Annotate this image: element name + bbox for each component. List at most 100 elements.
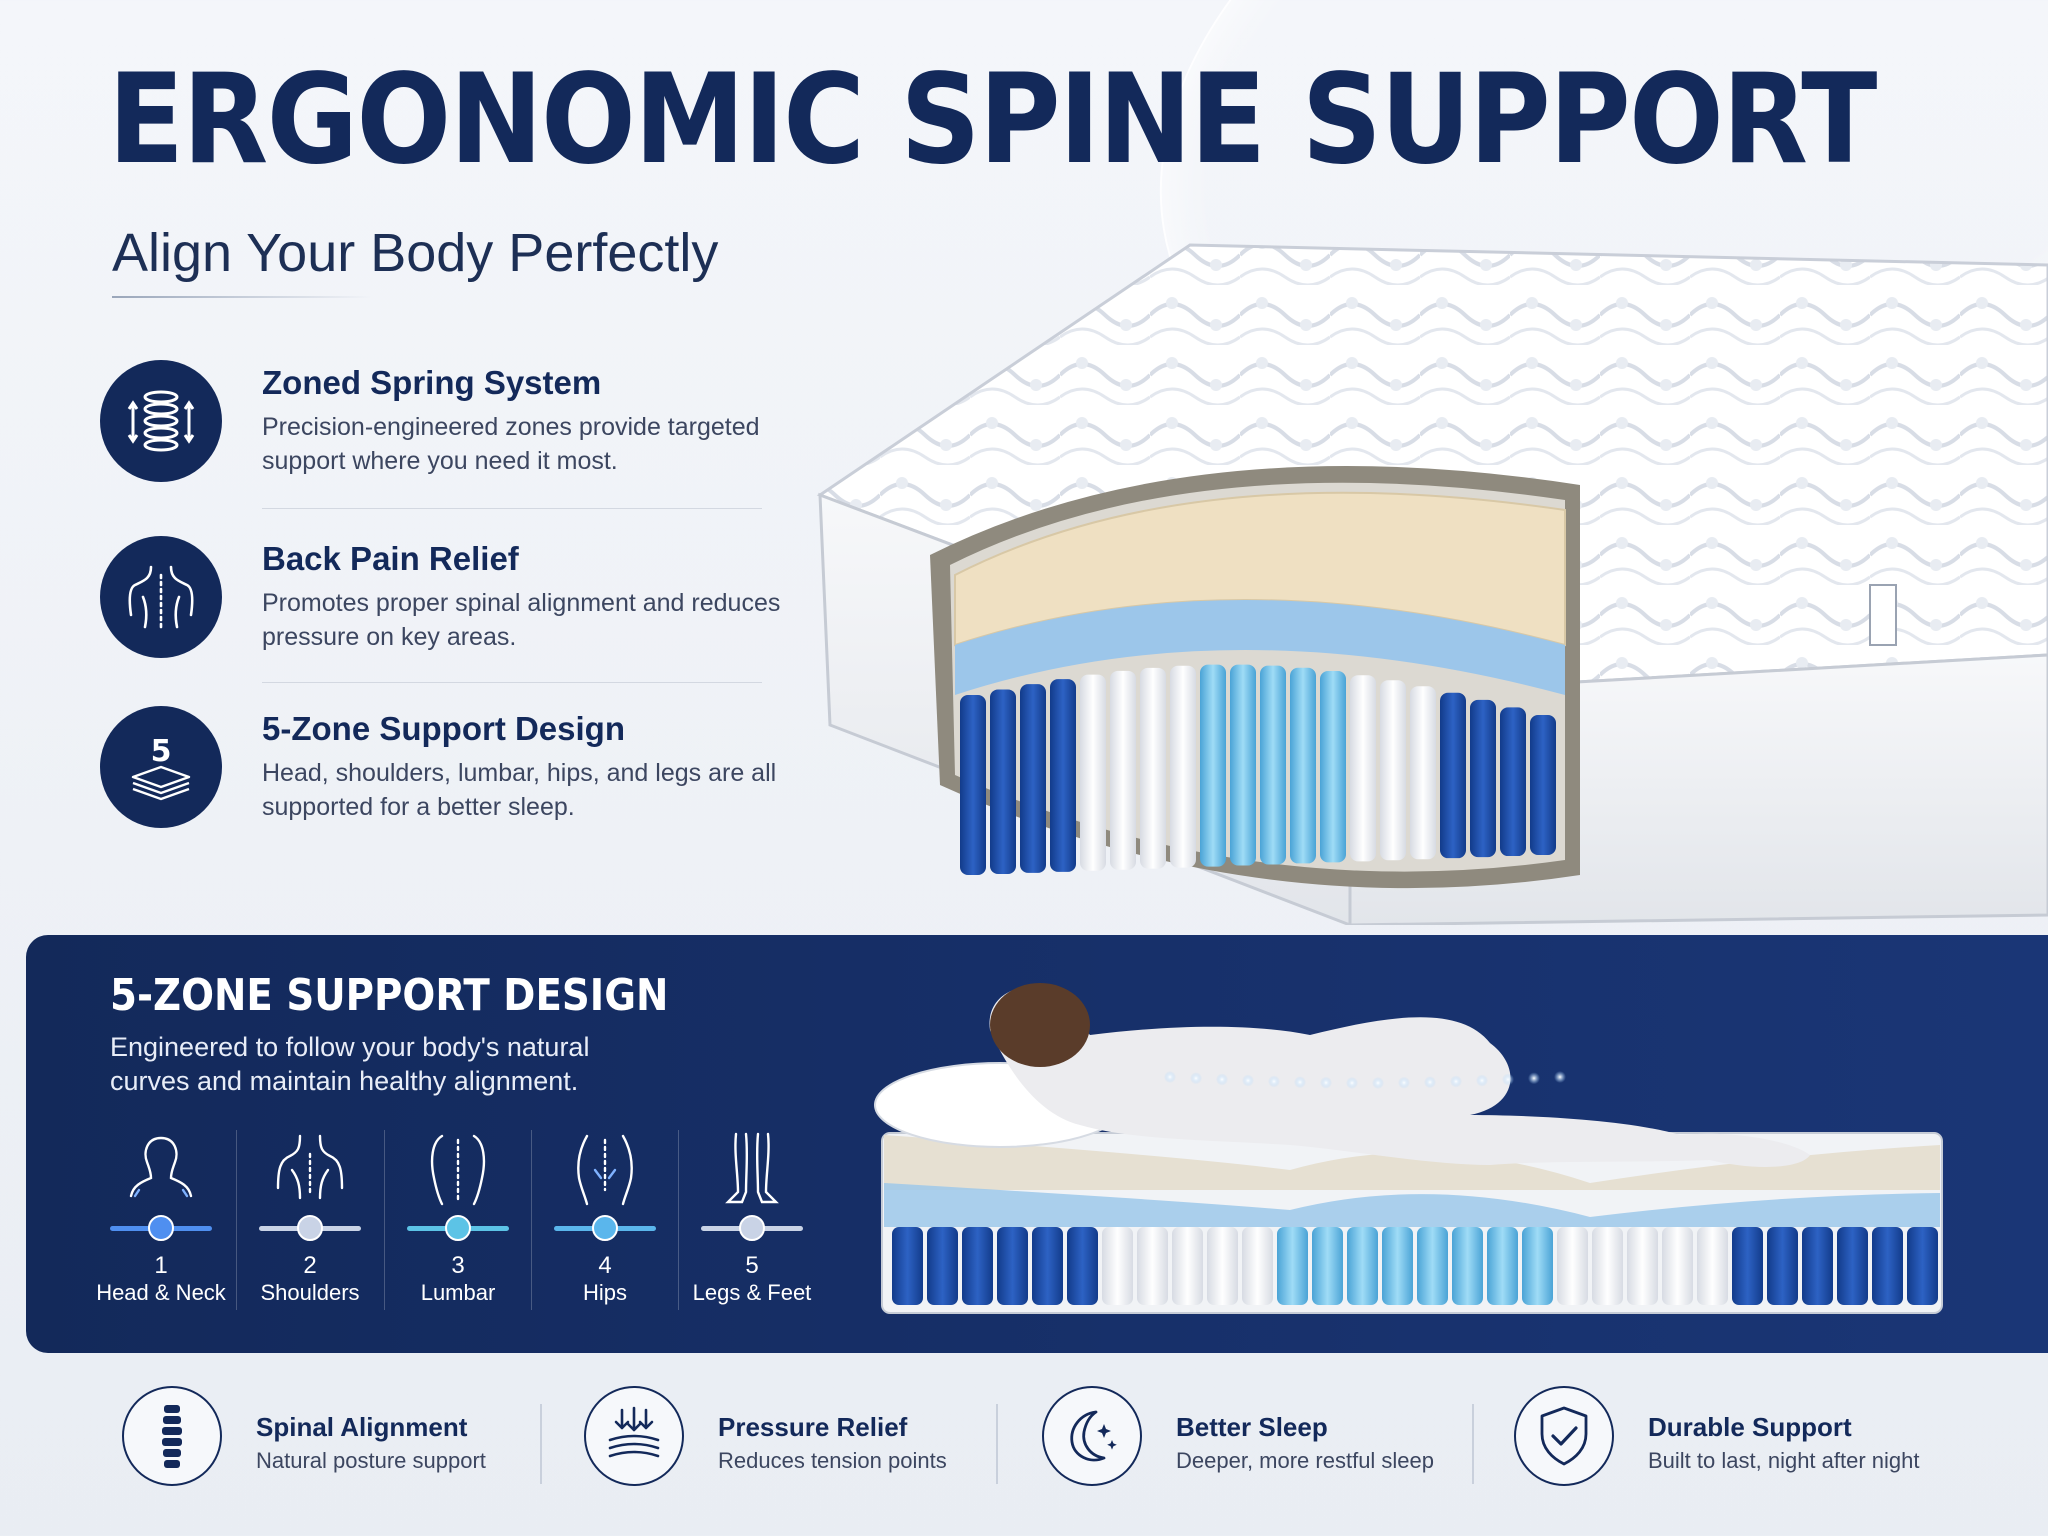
coil-spring [1627,1227,1658,1305]
moon-stars-icon [1042,1386,1142,1486]
sleeper-mattress-illustration [870,955,2020,1335]
coil-spring [1032,1227,1063,1305]
zone-indicator-dot [297,1215,323,1241]
spine-glow-dot [1216,1073,1228,1086]
coil-spring [1067,1227,1098,1305]
zone-panel-title: 5-ZONE SUPPORT DESIGN [110,970,669,1021]
zone-number: 4 [598,1252,612,1279]
coil-spring [990,689,1016,874]
zone-label: Hips [582,1280,627,1305]
coil-spring [1110,670,1136,870]
benefit-separator [996,1404,998,1484]
spine-glow-dot [1268,1075,1280,1088]
page-subtitle: Align Your Body Perfectly [112,223,719,283]
coil-spring [1200,664,1226,867]
zone-separator [678,1130,679,1310]
coil-spring [1382,1227,1413,1305]
five-layer-icon: 5 [100,706,222,828]
coil-spring [1487,1227,1518,1305]
coil-spring [1697,1227,1728,1305]
spine-glow-dot [1424,1076,1436,1089]
coil-spring [1320,671,1346,863]
coil-spring [1662,1227,1693,1305]
spine-glow-dot [1242,1074,1254,1087]
zone-indicator-dot [739,1215,765,1241]
coil-spring [1872,1227,1903,1305]
spine-glow-dot [1294,1076,1306,1089]
spine-glow-dot [1346,1076,1358,1089]
zone-number: 5 [745,1252,759,1279]
benefit-description: Built to last, night after night [1648,1448,1920,1473]
feature-title: 5-Zone Support Design [262,710,625,747]
zone-separator [531,1130,532,1310]
coil-spring [1470,699,1496,858]
coil-spring [1102,1227,1133,1305]
benefit-title: Spinal Alignment [256,1412,468,1442]
legs-feet-icon [725,1132,779,1204]
zone-legs-feet: 5 Legs & Feet [679,1130,825,1320]
coil-spring [1277,1227,1308,1305]
coil-spring [1907,1227,1938,1305]
shoulders-icon [276,1134,344,1200]
zone-shoulders: 2 Shoulders [237,1130,383,1320]
feature-description: Promotes proper spinal alignment and red… [262,589,781,651]
zone-hips: 4 Hips [532,1130,678,1320]
coil-spring [1350,675,1376,862]
coil-spring [1417,1227,1448,1305]
pressure-relief-icon [584,1386,684,1486]
benefit-description: Reduces tension points [718,1448,947,1473]
coil-spring [1312,1227,1343,1305]
feature-divider [262,508,762,509]
coil-spring [1242,1227,1273,1305]
benefit-description: Deeper, more restful sleep [1176,1448,1435,1473]
spine-glow-dot [1554,1071,1566,1083]
coil-spring [1230,664,1256,866]
benefit-separator [1472,1404,1474,1484]
zone-label: Legs & Feet [692,1280,812,1305]
benefit-separator [540,1404,542,1484]
coil-spring [1557,1227,1588,1305]
feature-back-pain: Back Pain Relief Promotes proper spinal … [100,536,780,666]
spine-glow-dot [1528,1072,1540,1085]
spring-coil-icon [100,360,222,482]
coil-spring [1500,707,1526,857]
zone-separator [236,1130,237,1310]
coil-spring [1802,1227,1833,1305]
coil-spring [1170,665,1196,868]
coil-spring [1140,667,1166,869]
zone-indicator-dot [592,1215,618,1241]
coil-spring [960,695,986,875]
benefit-title: Pressure Relief [718,1412,908,1442]
coil-spring [1767,1227,1798,1305]
coil-spring [1137,1227,1168,1305]
zone-lumbar: 3 Lumbar [385,1130,531,1320]
zone-number: 1 [154,1252,168,1279]
feature-description: Precision-engineered zones provide targe… [262,413,760,475]
spine-glow-dot [1476,1074,1488,1087]
spine-glow-dot [1398,1076,1410,1089]
coil-spring [1380,680,1406,861]
page-title: ERGONOMIC SPINE SUPPORT [108,48,1877,192]
feature-title: Zoned Spring System [262,364,602,401]
coil-spring [1732,1227,1763,1305]
coil-spring [1260,665,1286,865]
feature-title: Back Pain Relief [262,540,519,577]
back-spine-icon [100,536,222,658]
coil-spring [1290,667,1316,864]
coil-spring [1452,1227,1483,1305]
zone-label: Head & Neck [96,1280,226,1305]
coil-spring [892,1227,923,1305]
coil-spring [962,1227,993,1305]
coil-spring [1080,674,1106,871]
feature-description: Head, shoulders, lumbar, hips, and legs … [262,759,777,821]
coil-spring [1440,692,1466,859]
coil-spring [1592,1227,1623,1305]
svg-text:5: 5 [151,734,172,769]
spine-glow-dot [1164,1071,1176,1083]
lumbar-icon [430,1134,486,1206]
zone-label: Shoulders [260,1280,360,1305]
zone-indicator-dot [445,1215,471,1241]
spine-icon [122,1386,222,1486]
subtitle-divider [112,296,372,298]
zone-number: 2 [303,1252,317,1279]
